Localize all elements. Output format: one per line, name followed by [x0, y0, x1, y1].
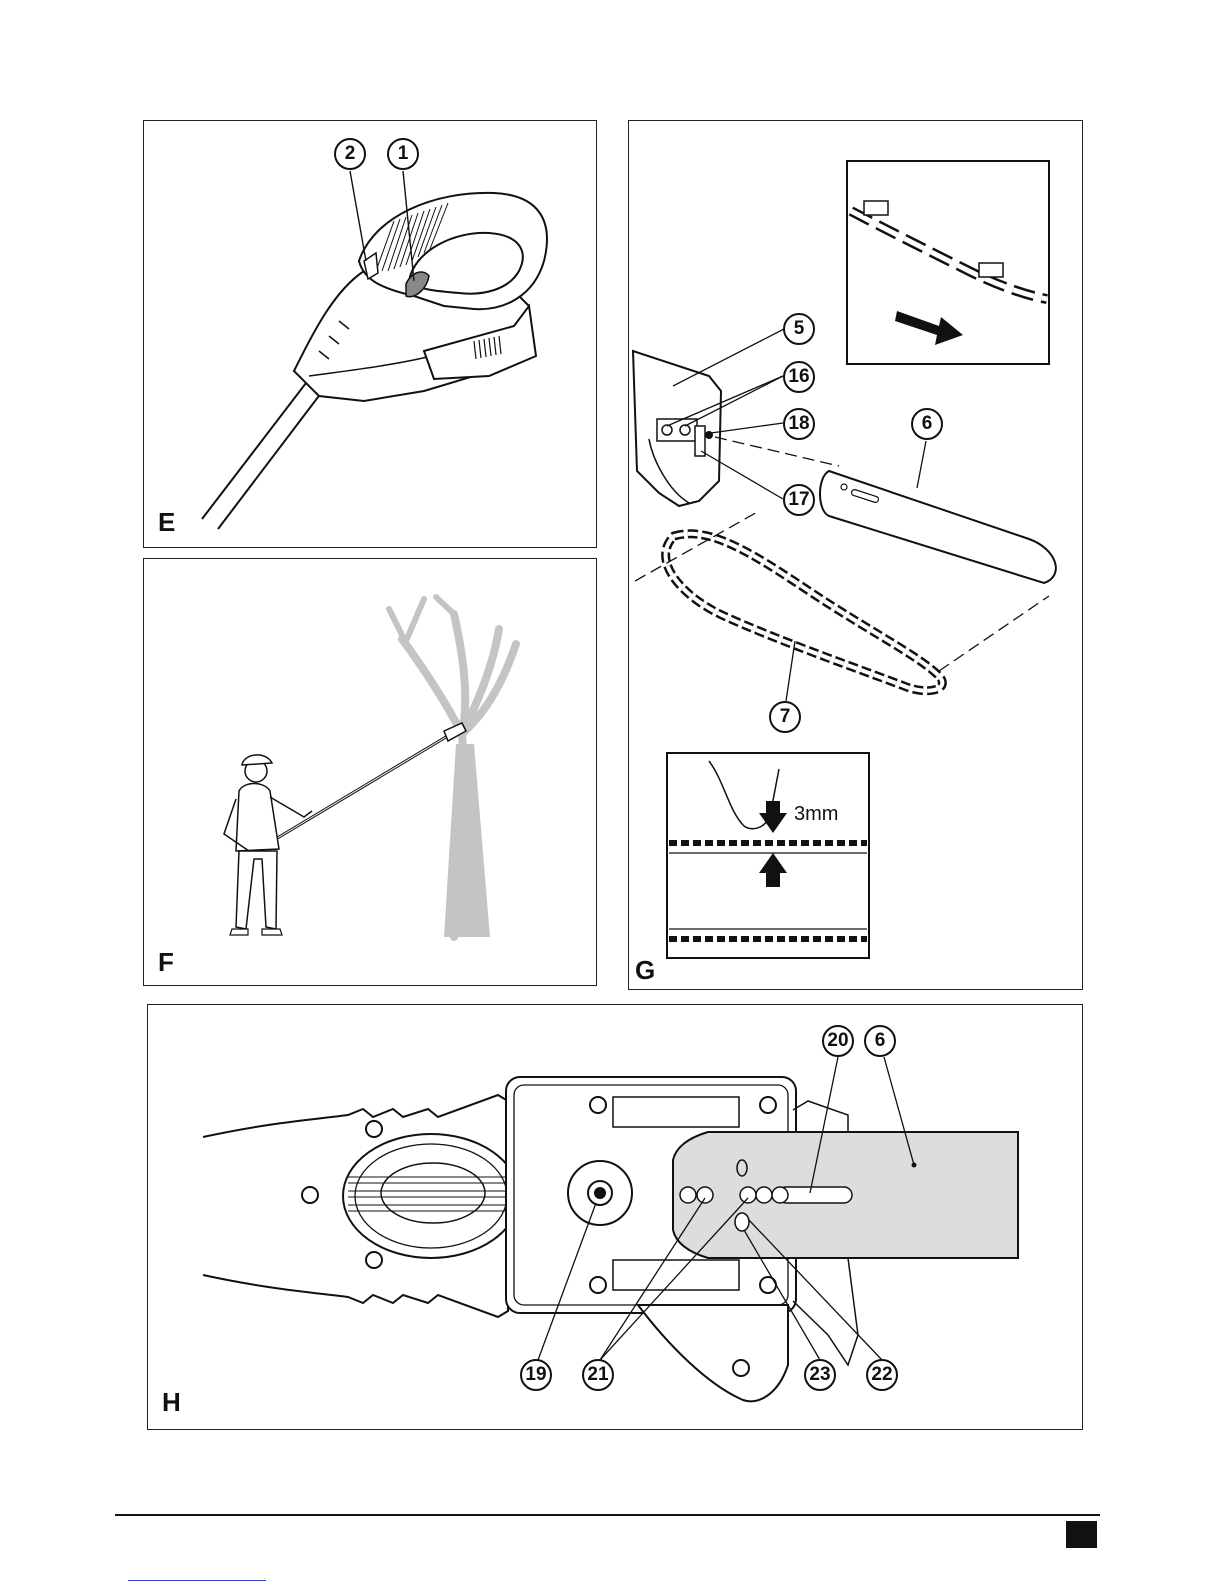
callout-18: 18	[783, 408, 815, 440]
footer-link-underline[interactable]	[128, 1580, 266, 1581]
callout-2: 2	[334, 138, 366, 170]
figure-panel-h: 20 6 19 21 23 22 H	[147, 1004, 1083, 1430]
chain-slack-measurement: 3mm	[794, 803, 838, 826]
pole-saw-handle-illustration	[144, 121, 597, 548]
callout-20: 20	[822, 1025, 854, 1057]
callout-21: 21	[582, 1359, 614, 1391]
callout-16: 16	[783, 361, 815, 393]
figure-panel-e: 2 1 E	[143, 120, 597, 548]
figure-panel-f: F	[143, 558, 597, 986]
callout-7: 7	[769, 701, 801, 733]
panel-label-e: E	[158, 509, 175, 535]
callout-5: 5	[783, 313, 815, 345]
panel-label-g: G	[635, 957, 655, 983]
figure-panel-g: 5 16 18 6 17 7 3mm G	[628, 120, 1083, 990]
callout-22: 22	[866, 1359, 898, 1391]
callout-1: 1	[387, 138, 419, 170]
callout-19: 19	[520, 1359, 552, 1391]
callout-17: 17	[783, 484, 815, 516]
footer-rule	[115, 1514, 1100, 1516]
panel-label-f: F	[158, 949, 174, 975]
chain-assembly-illustration	[629, 121, 1083, 990]
page-number-block	[1066, 1521, 1097, 1548]
callout-6-bar: 6	[864, 1025, 896, 1057]
bar-and-chain-mount-illustration	[148, 1005, 1083, 1430]
operator-pruning-tree-illustration	[144, 559, 597, 986]
panel-label-h: H	[162, 1389, 181, 1415]
callout-6: 6	[911, 408, 943, 440]
callout-23: 23	[804, 1359, 836, 1391]
